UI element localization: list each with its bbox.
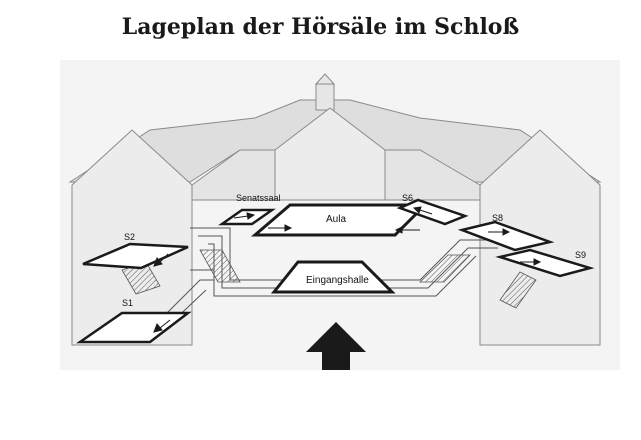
left-wing (71, 129, 193, 346)
label-s8: S8 (492, 213, 503, 223)
entrance-arrow-icon (306, 322, 366, 370)
s9-room (495, 248, 595, 278)
s8-room (457, 220, 555, 252)
left-connector (191, 149, 276, 201)
label-s1: S1 (122, 298, 133, 308)
s2-room (82, 242, 189, 270)
direction-arrows (153, 206, 542, 333)
senatssaal-room (218, 208, 276, 226)
label-aula: Aula (326, 214, 346, 225)
staircase-right (419, 254, 471, 283)
label-eingangshalle: Eingangshalle (306, 275, 369, 286)
staircase-left (199, 249, 241, 283)
page-title: Lageplan der Hörsäle im Schloß (121, 14, 520, 40)
right-connector (384, 149, 481, 201)
s6-room (396, 198, 469, 226)
label-s9: S9 (575, 250, 586, 260)
label-s2: S2 (124, 232, 135, 242)
tower-roof (314, 73, 336, 85)
label-senatssaal: Senatssaal (236, 193, 281, 203)
s1-room (75, 311, 192, 344)
staircase-s9 (499, 271, 537, 309)
eingangshalle-room (270, 260, 396, 294)
tower (315, 83, 335, 111)
label-s6: S6 (402, 193, 413, 203)
